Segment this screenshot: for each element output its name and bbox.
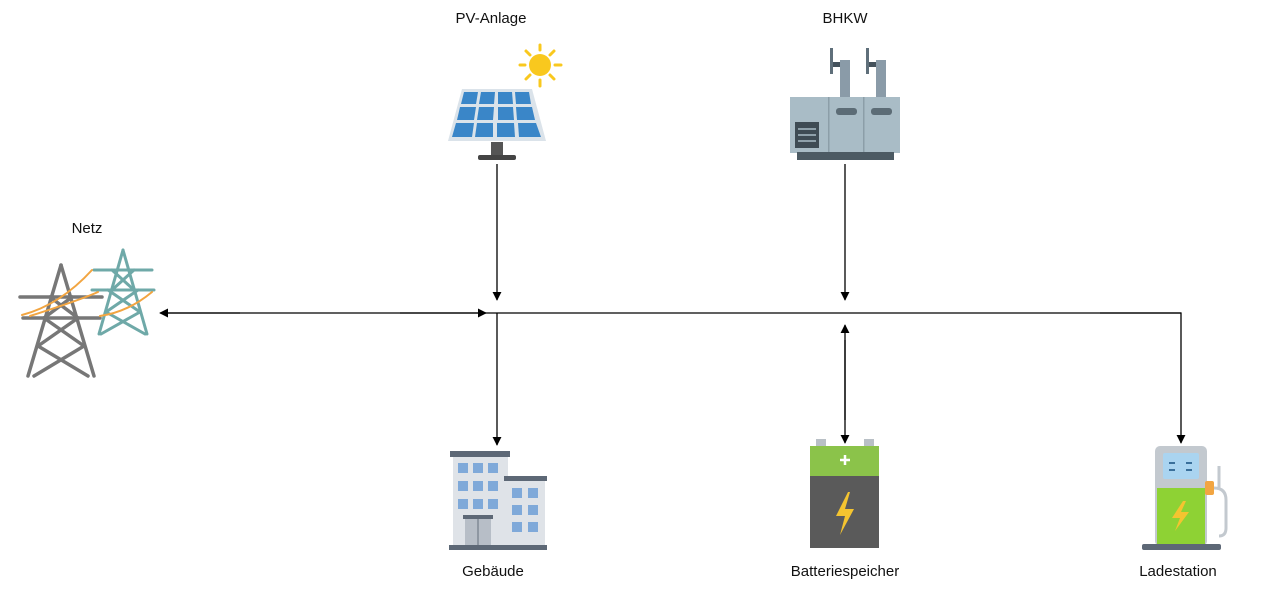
building-icon [449, 451, 547, 550]
connectors [159, 164, 1186, 446]
solar-panel-icon [448, 43, 563, 160]
sun-icon [518, 43, 563, 88]
battery-icon [810, 439, 879, 548]
pv-anlage-label: PV-Anlage [455, 10, 527, 27]
batteriespeicher-label: Batteriespeicher [790, 563, 900, 580]
charging-station-icon [1142, 446, 1228, 550]
bhkw-label: BHKW [822, 10, 868, 27]
ladestation-label: Ladestation [1139, 563, 1217, 580]
chp-plant-icon [790, 48, 900, 160]
power-pylon-icon [18, 248, 156, 378]
gebaeude-label: Gebäude [462, 563, 524, 580]
netz-label: Netz [71, 220, 103, 237]
connector-ladestation [1100, 312, 1186, 444]
